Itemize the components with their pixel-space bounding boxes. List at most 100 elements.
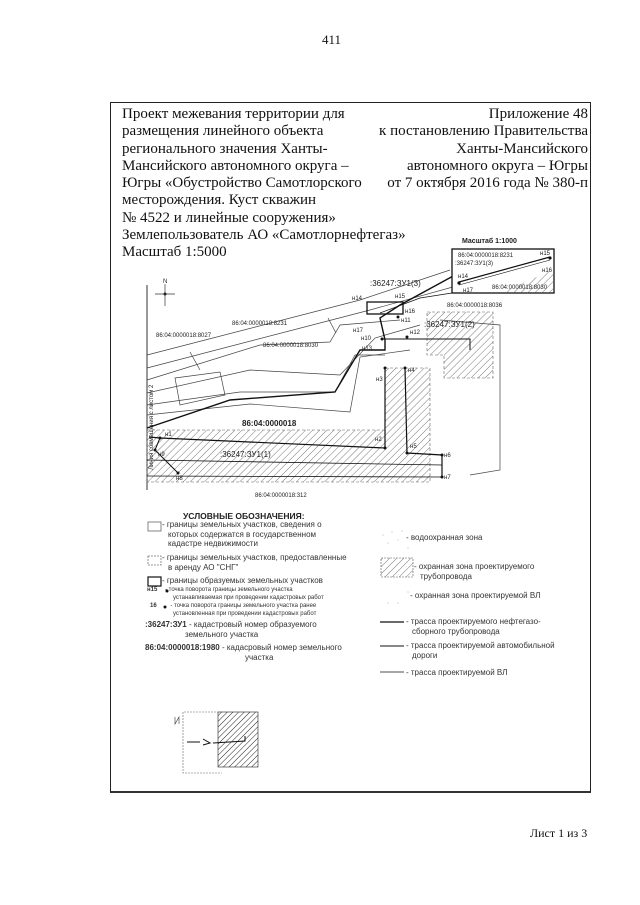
compass-icon: N xyxy=(155,279,175,306)
point-label: н14 xyxy=(458,274,469,280)
point-label: н3 xyxy=(376,377,383,383)
inset-parcel-number: 86:04:0000018:8231 xyxy=(458,253,514,259)
page-number: 411 xyxy=(322,32,342,47)
scale-label: Масштаб 1:5000 xyxy=(122,244,227,261)
legend-title: УСЛОВНЫЕ ОБОЗНАЧЕНИЯ: xyxy=(183,511,305,521)
pipeline-protection-zone-2 xyxy=(426,311,494,379)
legend-text: - кадасровый номер земельного xyxy=(221,643,342,652)
legend-text: - границы земельных участков, предоставл… xyxy=(162,553,347,562)
legend-item-vl-zone: - охранная зона проектируемой ВЛ xyxy=(410,591,540,601)
legend-item-new-parcels: - границы образуемых земельных участков xyxy=(162,576,323,586)
legend-symbols xyxy=(147,521,414,673)
parcel-number: 86:04:0000018:8231 xyxy=(232,321,288,327)
parcel-zu1-3-box xyxy=(366,301,404,315)
new-parcel-number: :36247:ЗУ1(1) xyxy=(220,450,271,459)
title-line: размещения линейного объекта xyxy=(122,123,324,140)
title-line: Проект межевания территории для xyxy=(122,106,345,122)
legend-item-water-zone: - водоохранная зона xyxy=(406,533,482,543)
legend-text: 86:04:0000018:1980 xyxy=(145,643,220,652)
legend-text: сборного трубопровода xyxy=(412,626,500,636)
legend-text: земельного участка xyxy=(185,629,259,639)
legend-item-vl-route: - трасса проектируемой ВЛ xyxy=(406,668,507,678)
legend-text: участка xyxy=(245,652,274,662)
parcel-zu1-1-boundary xyxy=(148,368,386,449)
point-label: н17 xyxy=(463,288,474,294)
legend-text: - границы земельных участков, сведения о xyxy=(162,520,322,529)
legend-item-pipeline-zone: - охранная зона проектируемого трубопров… xyxy=(414,562,534,581)
title-line: № 4522 и линейные сооружения» xyxy=(122,209,336,226)
point-label: н13 xyxy=(362,346,373,352)
appendix-frame xyxy=(110,102,591,793)
title-line: регионального значения Ханты- xyxy=(122,140,328,157)
inset-scale: Масштаб 1:1000 xyxy=(462,237,517,245)
legend-text: 16 xyxy=(150,603,157,609)
legend-text: которых содержатся в государственном xyxy=(168,529,317,539)
legend-text: - охранная зона проектируемой ВЛ xyxy=(410,591,541,600)
turning-points xyxy=(153,315,444,479)
legend-item-cadastre-parcels: - границы земельных участков, сведения о… xyxy=(162,520,322,549)
legend-text: - границы образуемых земельных участков xyxy=(162,576,323,585)
legend-text: :36247:ЗУ1 xyxy=(145,620,187,629)
vl-route xyxy=(146,459,443,466)
appendix-line: Приложение 48 xyxy=(488,106,588,122)
legend-text: - трасса проектируемого нефтегазо- xyxy=(406,617,541,626)
point-label: н14 xyxy=(352,296,363,302)
point-label: н15 xyxy=(540,251,551,257)
map-fragment xyxy=(174,711,259,774)
inset-new-parcel: :36247:ЗУ1(3) xyxy=(455,261,493,267)
legend-text: - водоохранная зона xyxy=(406,533,483,542)
appendix-reference: Приложение 48 к постановлению Правительс… xyxy=(379,106,588,192)
inset-map: Масштаб 1:1000 86:04:0000018:8231 :36247… xyxy=(451,237,555,294)
legend-item-leased-parcels: - границы земельных участков, предоставл… xyxy=(162,553,347,572)
title-line: Югры «Обустройство Самотлорского xyxy=(122,175,362,192)
compass-n: N xyxy=(163,279,167,285)
point-label: н16 xyxy=(542,268,553,274)
existing-parcel-boundaries xyxy=(146,269,501,476)
new-parcel-number: :36247:ЗУ1(2) xyxy=(424,320,475,329)
project-title: Проект межевания территории для размещен… xyxy=(122,106,406,262)
point-label: н11 xyxy=(401,318,411,324)
north-arrow-icon xyxy=(174,715,180,726)
appendix-line: автономного округа – Югры xyxy=(406,157,588,174)
point-label: н9 xyxy=(158,452,165,458)
land-user: Землепользователь АО «Самотлорнефтегаз» xyxy=(122,227,406,244)
cadastral-quarter: 86:04:0000018 xyxy=(242,419,297,428)
legend-text: дороги xyxy=(412,650,438,660)
legend-text: - точка поворота границы земельного учас… xyxy=(170,603,317,609)
point-label: н7 xyxy=(444,475,451,481)
legend-text: установленная при проведении кадастровых… xyxy=(173,610,317,617)
point-label: н15 xyxy=(395,294,406,300)
legend-text: н15 xyxy=(147,587,158,593)
legend-item-parcel-number: 86:04:0000018:1980 - кадасровый номер зе… xyxy=(145,643,342,662)
point-label: н16 xyxy=(405,309,416,315)
parcel-number: 86:04:0000018:8036 xyxy=(447,303,503,309)
point-label: н5 xyxy=(410,444,417,450)
parcel-number: 86:04:0000018:8027 xyxy=(156,333,212,339)
title-line: месторождения. Куст скважин xyxy=(122,192,317,209)
parcel-number: 86:04:0000018:8030 xyxy=(263,343,319,349)
point-label: н2 xyxy=(375,437,382,443)
point-label: н1 xyxy=(165,432,172,438)
legend-text: устанавливаемая при проведении кадастров… xyxy=(173,594,324,601)
legend-text: трубопровода xyxy=(420,571,472,581)
legend-text: - точка поворота границы земельного учас… xyxy=(164,587,293,593)
legend-item-new-parcel-number: :36247:ЗУ1 - кадастровый номер образуемо… xyxy=(145,620,317,639)
inset-parcel-number: 86:04:0000018:8030 xyxy=(492,285,548,291)
parcel-zu1-boundary-right xyxy=(404,367,443,477)
inset-leader xyxy=(379,292,453,314)
legend-item-pipeline-route: - трасса проектируемого нефтегазо- сборн… xyxy=(406,617,541,636)
legend-item-existing-point: 16 - точка поворота границы земельного у… xyxy=(150,603,316,618)
appendix-line: от 7 октября 2016 года № 380-п xyxy=(387,175,588,192)
title-line: Мансийского автономного округа – xyxy=(122,157,349,174)
point-label: н8 xyxy=(176,476,183,482)
parcel-number: 86:04:0000018:312 xyxy=(255,493,307,499)
point-label: н4 xyxy=(408,368,415,374)
legend-text: - трасса проектируемой ВЛ xyxy=(406,668,508,677)
legend-text: кадастре недвижимости xyxy=(168,539,259,548)
pipeline-route xyxy=(146,274,456,429)
sheet-number: Лист 1 из 3 xyxy=(530,826,588,840)
point-label: н10 xyxy=(361,336,372,342)
legend-text: - кадастровый номер образуемого xyxy=(188,620,317,629)
legend-text: - трасса проектируемой автомобильной xyxy=(406,641,555,650)
